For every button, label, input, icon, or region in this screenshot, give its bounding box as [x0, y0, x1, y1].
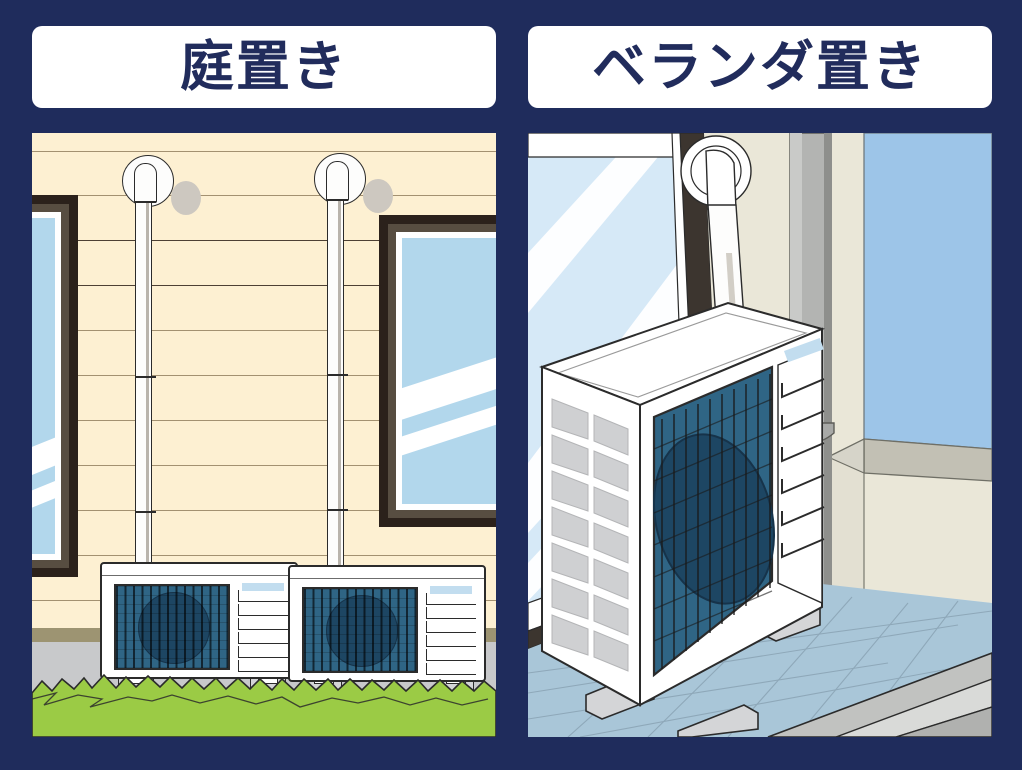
veranda-scene [528, 133, 992, 737]
wall-ledge-front [827, 456, 865, 604]
unit-grille-bars [661, 374, 771, 669]
window-right [379, 215, 496, 527]
sky-patch [863, 133, 992, 450]
unit-1-side-panel [238, 582, 290, 672]
siding-line [32, 151, 496, 152]
unit-2-louver [426, 621, 476, 633]
grass-layer [32, 673, 496, 737]
unit-louvers [781, 378, 825, 559]
wall-cap-shadow [171, 181, 201, 215]
unit-side-vents [551, 398, 629, 672]
unit-1-label [242, 583, 284, 591]
unit-2-label [430, 586, 472, 594]
siding-line [32, 375, 496, 376]
unit-2-grille-bars [304, 589, 416, 671]
grass-shape [32, 673, 496, 737]
unit-1-grille-bars [116, 586, 228, 668]
veranda-parapet-shadow [895, 706, 992, 737]
siding-line [32, 510, 496, 511]
unit-top-inset [556, 312, 808, 398]
window-sash [32, 212, 61, 560]
unit-foot-front-right [677, 704, 759, 737]
unit-1-louver [238, 618, 288, 630]
pipe-hood [705, 149, 737, 210]
door-sash-top [528, 133, 681, 158]
pipe-shading [338, 199, 341, 589]
unit-1-louver [238, 632, 288, 644]
unit-2-louver [426, 663, 476, 675]
siding-line [32, 330, 496, 331]
unit-1-top-edge [102, 564, 296, 576]
siding-line [32, 465, 496, 466]
header-label-veranda: ベランダ置き [592, 37, 928, 97]
door-glare-1 [528, 133, 678, 313]
siding-line [32, 420, 496, 421]
unit-1-louver [238, 646, 288, 658]
pipe-joint [135, 201, 156, 203]
window-frame-inner [32, 204, 69, 568]
pipe-joint [327, 374, 348, 376]
unit-1-louver [238, 604, 288, 616]
panel-garden [32, 133, 496, 737]
veranda-parapet-face [835, 678, 992, 737]
pipe-joint [135, 511, 156, 513]
unit-grille-cross [653, 398, 773, 642]
siding-line [32, 555, 496, 556]
unit-2-top-edge [290, 567, 484, 579]
unit-1-grille [114, 584, 230, 670]
unit-1-louver [238, 590, 288, 602]
unit-louver-panel [777, 345, 823, 605]
pipe-joint [327, 509, 348, 511]
window-glass [402, 238, 496, 504]
refrigerant-pipe-2 [327, 199, 344, 589]
pipe-shading [146, 201, 149, 589]
unit-1-louver [238, 660, 288, 672]
pipe-joint [327, 199, 348, 201]
unit-1-grille-hbars [116, 586, 228, 668]
unit-2-louver [426, 649, 476, 661]
pipe-joint [135, 376, 156, 378]
grass-blades [32, 691, 489, 708]
header-box-veranda: ベランダ置き [528, 26, 992, 108]
unit-2-louver [426, 635, 476, 647]
unit-label [784, 338, 824, 363]
wall-cap-shadow [363, 179, 393, 213]
siding-line [32, 240, 496, 241]
refrigerant-pipe-1 [135, 201, 152, 589]
unit-2-louver [426, 593, 476, 605]
window-glass [32, 218, 55, 554]
outdoor-unit-1 [100, 562, 298, 679]
unit-2-louver [426, 607, 476, 619]
outdoor-unit-2 [288, 565, 486, 682]
panel-veranda [528, 133, 992, 737]
header-label-garden: 庭置き [180, 37, 348, 97]
window-frame-inner [388, 224, 496, 518]
window-sash [396, 232, 496, 510]
siding-line [32, 195, 496, 196]
drain-pipe-shadow [824, 133, 832, 603]
siding-line [32, 285, 496, 286]
unit-2-grille-hbars [304, 589, 416, 671]
unit-2-grille [302, 587, 418, 673]
unit-2-side-panel [426, 585, 478, 675]
header-box-garden: 庭置き [32, 26, 496, 108]
window-left-partial [32, 195, 78, 577]
